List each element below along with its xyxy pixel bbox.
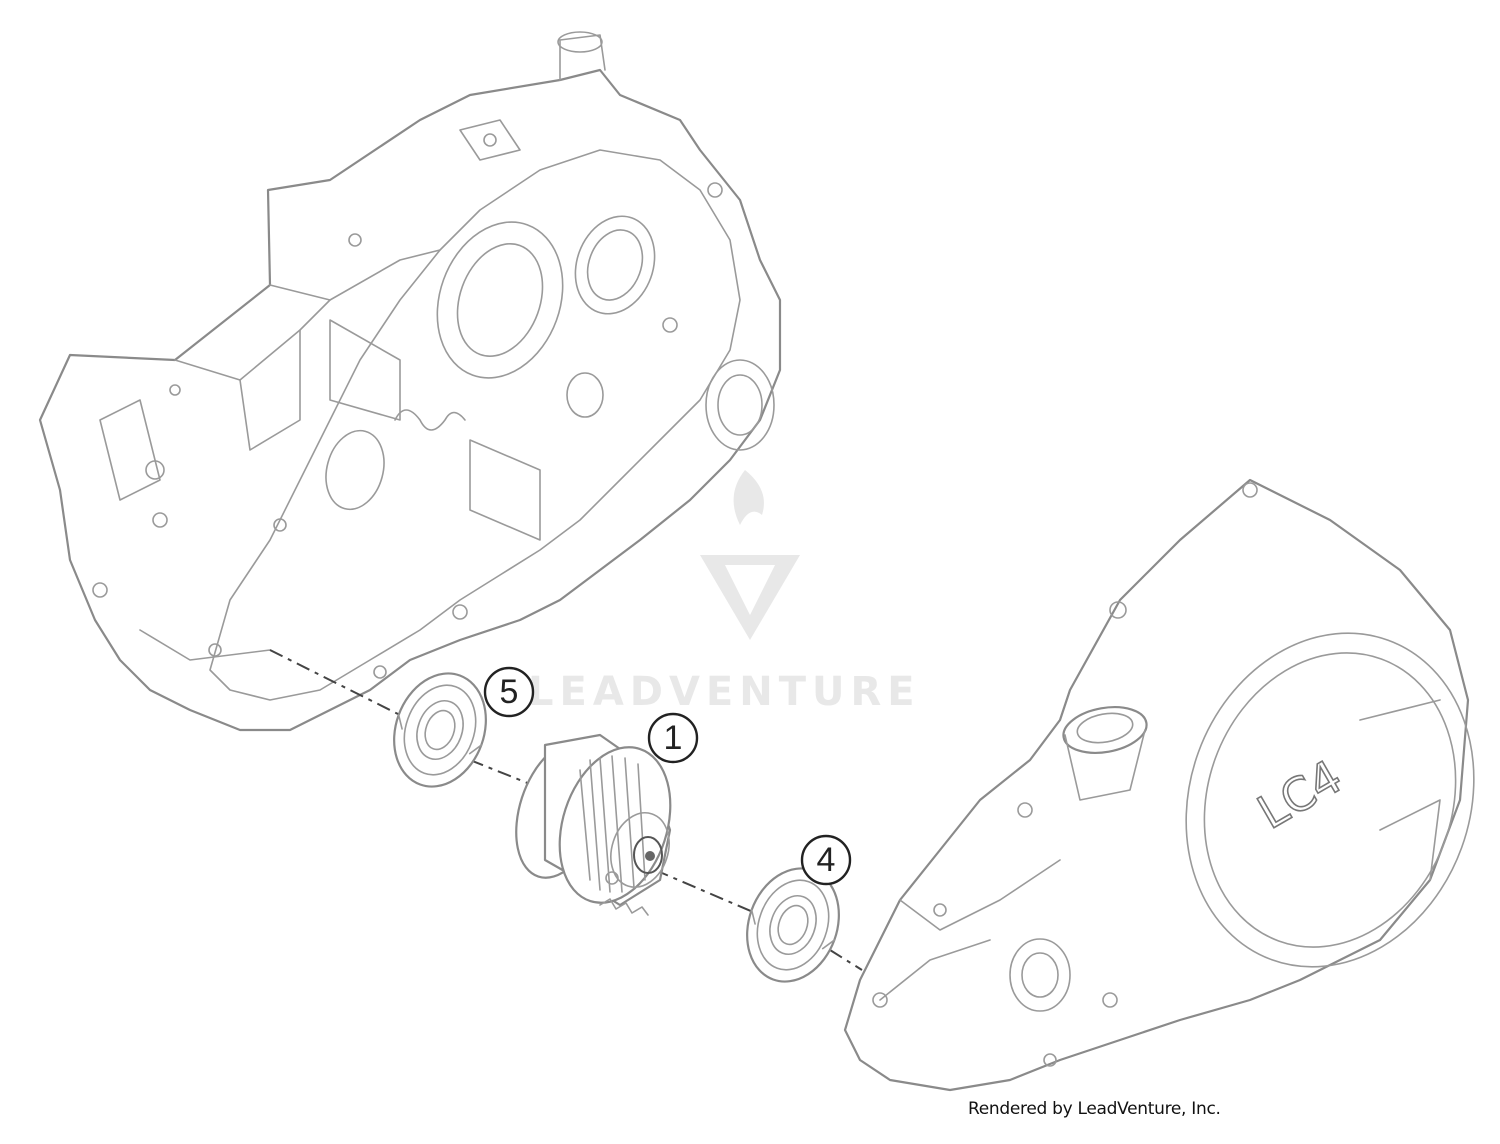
callout-1: 1 [647,712,699,764]
watermark-text: LEADVENTURE [528,669,921,715]
callout-5: 5 [483,666,535,718]
starter-idler-gear-1 [515,733,672,916]
engine-cover: LC4 [843,478,1475,1092]
callout-5-number: 5 [500,673,519,711]
render-credit: Rendered by LeadVenture, Inc. [968,1099,1221,1119]
crankcase-half [38,31,782,732]
callout-4: 4 [800,834,852,886]
callout-1-number: 1 [664,719,683,757]
watermark: LEADVENTURE [528,470,921,715]
ball-bearing-5 [393,672,487,788]
callout-4-number: 4 [817,841,836,879]
